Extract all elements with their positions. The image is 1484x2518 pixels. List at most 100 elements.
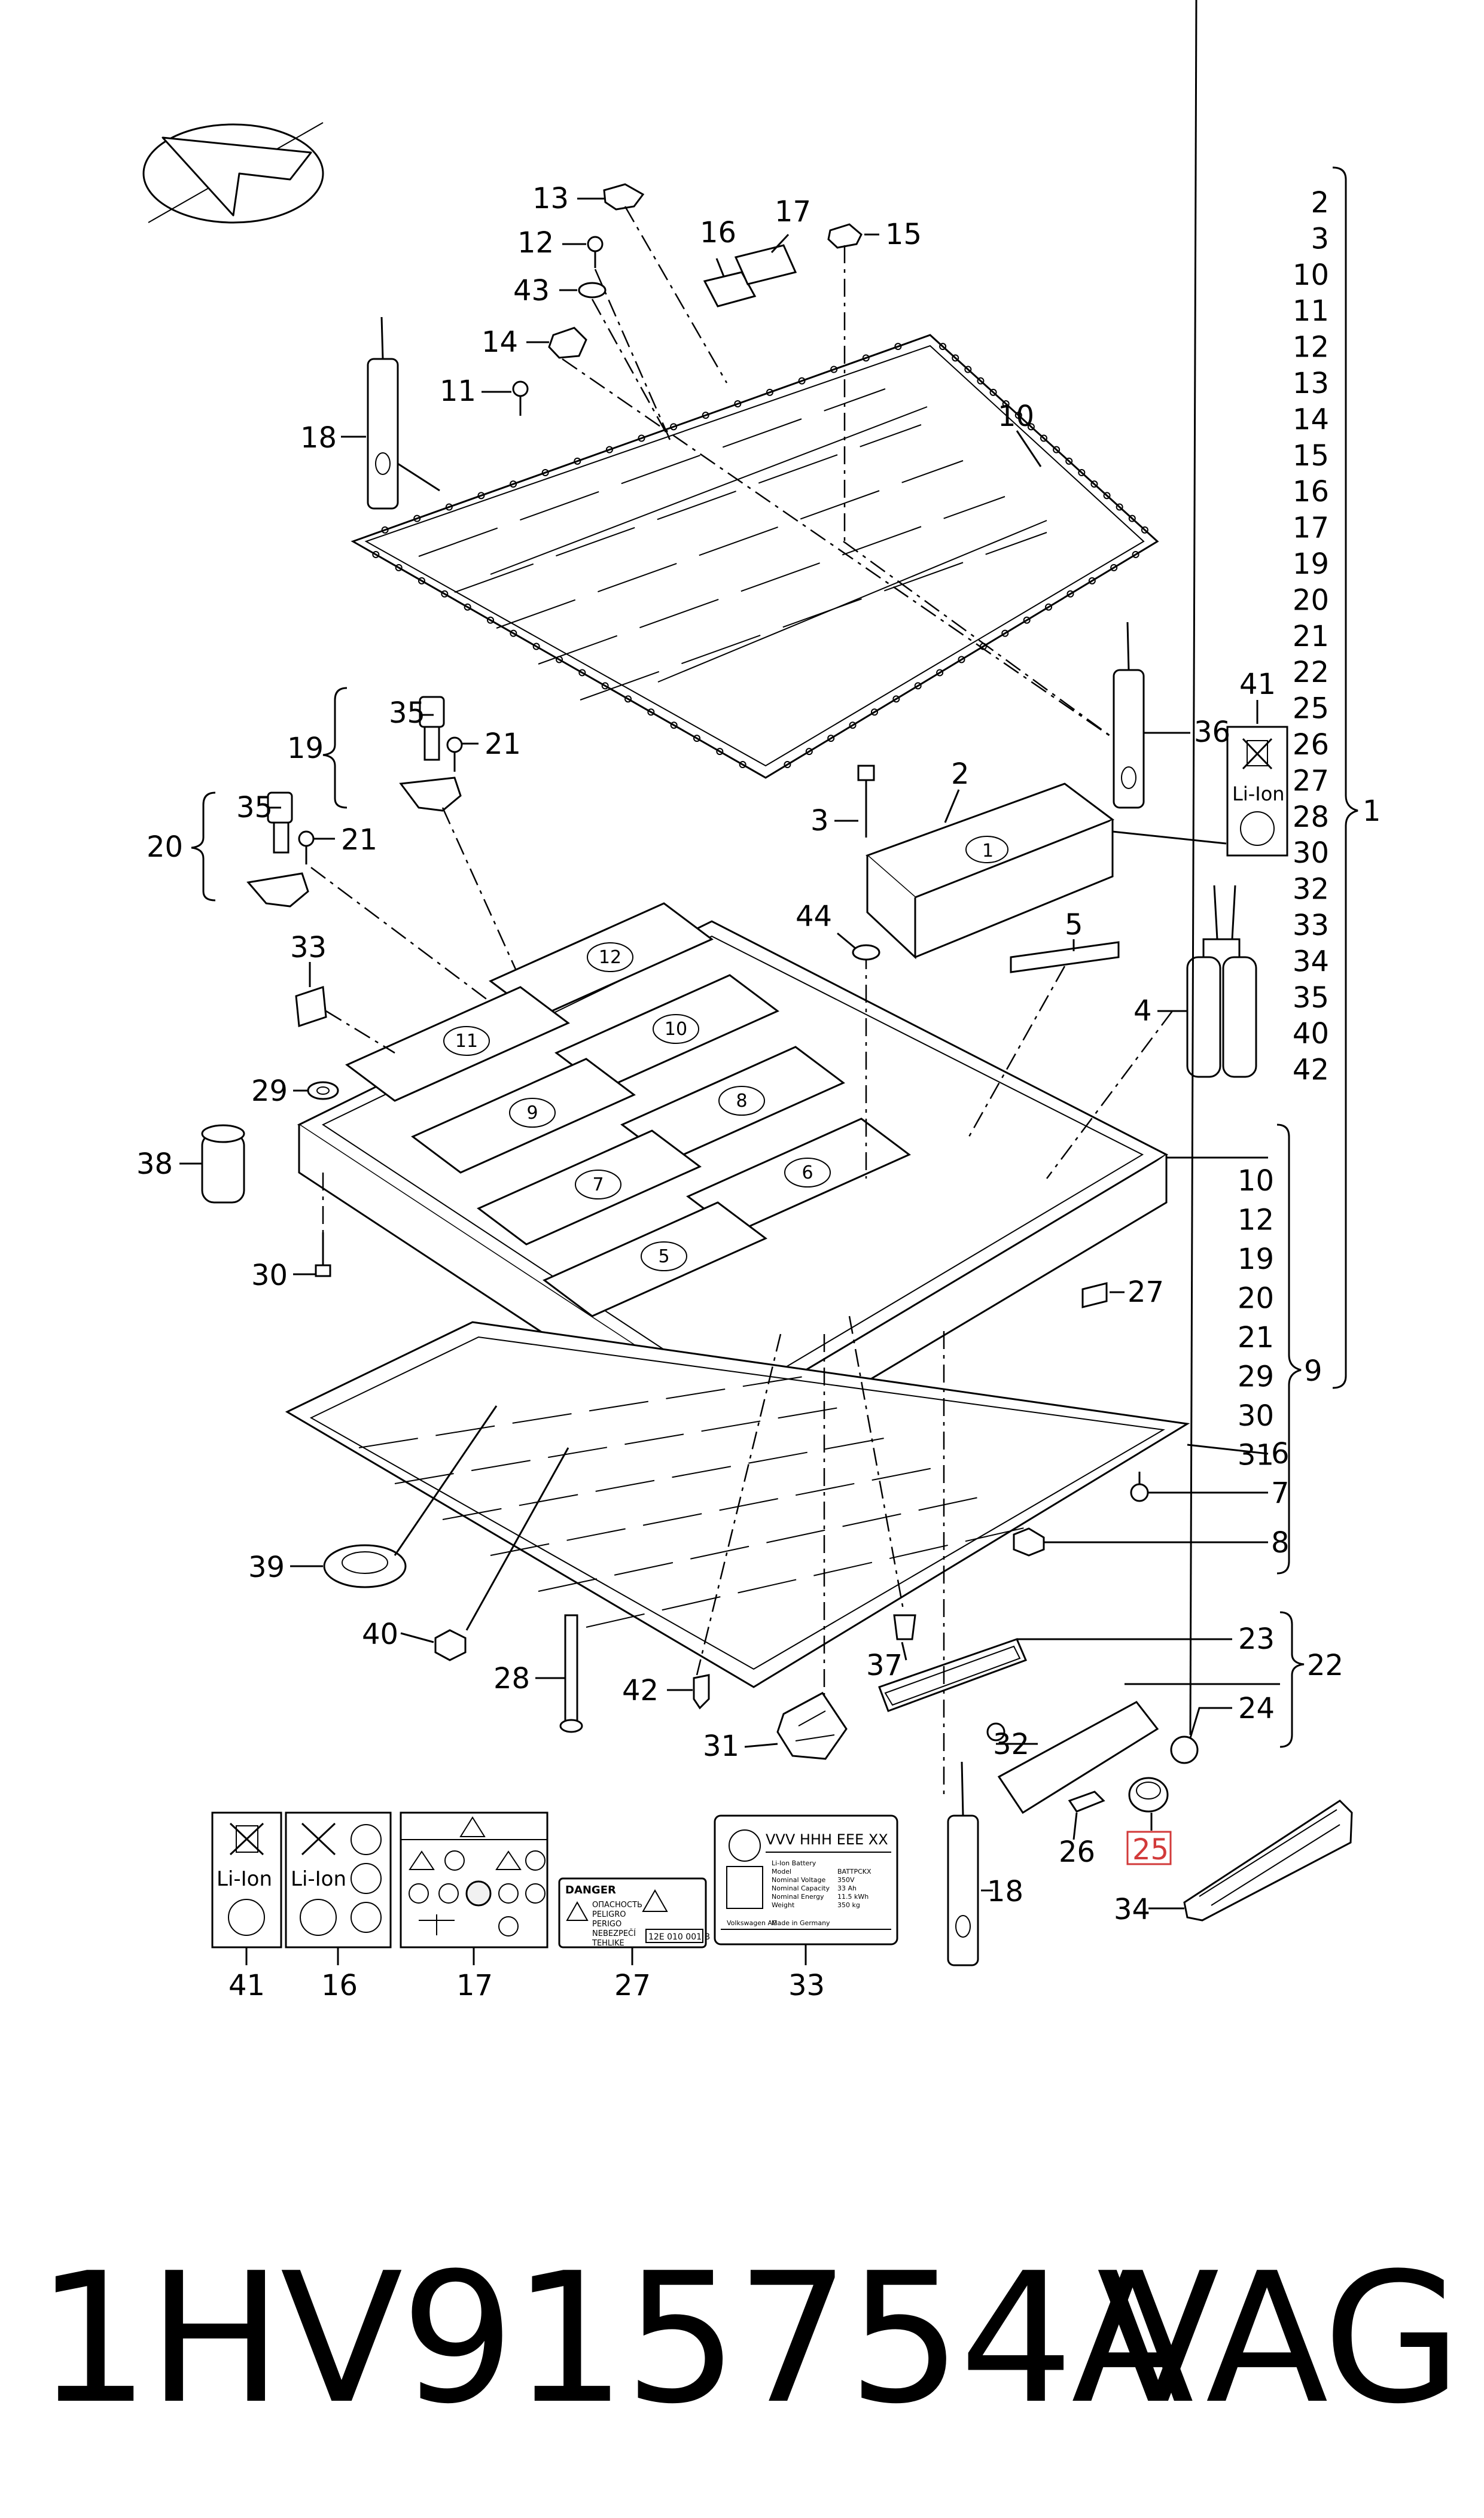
part-number: 1HV915754A	[36, 2234, 1194, 2443]
svg-text:PELIGRO: PELIGRO	[592, 1910, 626, 1919]
bolt-30	[315, 1173, 331, 1277]
bottom-tray-part-6	[285, 1321, 1190, 1688]
callout-41-bottom: 41	[228, 1969, 265, 2002]
vw-logo-icon	[729, 1829, 761, 1862]
label-41-bottom: Li-Ion	[211, 1811, 282, 1948]
valve-assembly-20	[191, 791, 527, 1030]
warning-triangle-icon	[566, 1901, 589, 1921]
sealant-tube-36	[1113, 622, 1145, 809]
group-1-member-42: 42	[1293, 1054, 1329, 1087]
svg-text:Model: Model	[772, 1868, 791, 1875]
valve-assembly-19	[322, 687, 528, 994]
battery-module-5	[543, 1201, 767, 1317]
module-number-8: 8	[736, 1091, 747, 1112]
callout-22: 22	[1307, 1649, 1343, 1682]
washer-44	[852, 944, 880, 961]
svg-text:ОПАСНОСТЬ: ОПАСНОСТЬ	[592, 1901, 642, 1910]
group-1-member-2: 2	[1311, 186, 1329, 220]
callout-34: 34	[1114, 1893, 1150, 1926]
svg-text:Nominal Voltage: Nominal Voltage	[772, 1876, 825, 1884]
sealant-tube-18-bottom	[947, 1761, 979, 1966]
tray-hardware	[323, 1282, 1149, 1733]
callout-33-top: 33	[290, 931, 327, 964]
callout-24: 24	[1238, 1692, 1275, 1725]
group-9-member-10: 10	[1238, 1164, 1274, 1198]
recycle-icon	[228, 1899, 265, 1936]
group-1-member-40: 40	[1293, 1017, 1329, 1051]
high-voltage-icon	[642, 1889, 668, 1912]
callout-27-bottom: 27	[614, 1969, 651, 2002]
group-1-member-28: 28	[1293, 800, 1329, 834]
svg-text:1: 1	[982, 841, 994, 861]
group-1-member-14: 14	[1293, 403, 1329, 436]
vehicle-direction-icon	[142, 122, 324, 224]
callout-5: 5	[1065, 908, 1083, 942]
top-cover-part-10	[351, 334, 1159, 779]
svg-text:PERIGO: PERIGO	[592, 1920, 621, 1929]
group-9-member-31: 31	[1238, 1439, 1274, 1472]
callout-38: 38	[136, 1147, 173, 1181]
callout-33-bottom: 33	[788, 1969, 825, 2002]
group-1-member-35: 35	[1293, 981, 1329, 1015]
svg-text:Nominal Capacity: Nominal Capacity	[772, 1884, 830, 1892]
connector-34	[1183, 1800, 1353, 1922]
brand-name: VAG	[1096, 2234, 1462, 2443]
callout-4: 4	[1133, 994, 1152, 1028]
label-17-bottom	[400, 1811, 548, 1948]
callout-27-top: 27	[1128, 1275, 1164, 1309]
leader-lines	[179, 0, 1305, 1965]
svg-text:DANGER: DANGER	[565, 1884, 616, 1896]
module-number-10: 10	[665, 1019, 687, 1040]
group-1-member-25: 25	[1293, 692, 1329, 726]
callout-15: 15	[885, 218, 922, 251]
callout-18-bottom: 18	[987, 1875, 1023, 1908]
callout-19: 19	[287, 732, 324, 765]
module-number-6: 6	[802, 1162, 813, 1183]
battery-module-11	[345, 986, 570, 1102]
group-1-member-22: 22	[1293, 656, 1329, 689]
callout-10: 10	[998, 400, 1034, 433]
callout-42: 42	[622, 1674, 659, 1707]
footer-title: 1HV915754A VAG	[36, 2234, 1462, 2443]
callout-26: 26	[1059, 1835, 1095, 1869]
group-1-member-3: 3	[1311, 222, 1329, 255]
svg-text:Made in Germany: Made in Germany	[772, 1919, 830, 1927]
group-9-member-21: 21	[1238, 1321, 1274, 1354]
svg-text:BATTPCKX: BATTPCKX	[837, 1868, 871, 1875]
sealant-cartridge-4	[1046, 885, 1257, 1179]
svg-text:Li-Ion: Li-Ion	[291, 1867, 346, 1891]
connector-assembly-22	[776, 1331, 1199, 1814]
label-16-bottom: Li-Ion	[285, 1811, 392, 1948]
label-sticker-16	[703, 271, 757, 307]
group-1-member-20: 20	[1293, 583, 1329, 617]
group-1-member-10: 10	[1293, 258, 1329, 292]
svg-text:Li-Ion Battery: Li-Ion Battery	[772, 1859, 816, 1867]
svg-text:Weight: Weight	[772, 1901, 795, 1909]
svg-text:350V: 350V	[837, 1876, 855, 1884]
group-1-member-12: 12	[1293, 331, 1329, 364]
svg-text:Li-Ion: Li-Ion	[217, 1867, 272, 1891]
group-1-member-15: 15	[1293, 439, 1329, 473]
callout-16-bottom: 16	[321, 1969, 358, 2002]
svg-text:Li-Ion: Li-Ion	[1232, 783, 1285, 805]
label-sticker-17	[734, 244, 797, 285]
module-number-12: 12	[599, 947, 621, 968]
callout-3: 3	[810, 804, 829, 838]
group-1-member-33: 33	[1293, 909, 1329, 942]
group-label-9: 9	[1304, 1354, 1323, 1388]
callout-25: 25	[1132, 1833, 1169, 1867]
label-33-type-plate: VVV HHH EEE XX Li-Ion Battery Model BATT…	[714, 1814, 898, 1945]
callout-30: 30	[251, 1259, 288, 1292]
svg-text:NEBEZPEČÍ: NEBEZPEČÍ	[592, 1929, 636, 1938]
svg-text:33 Ah: 33 Ah	[837, 1884, 857, 1892]
callout-21-a: 21	[484, 727, 521, 761]
li-ion-label-41-top: Li-Ion	[1226, 726, 1288, 857]
top-cover-hardware	[512, 183, 1119, 743]
callout-8: 8	[1271, 1526, 1290, 1560]
group-label-1: 1	[1363, 794, 1381, 828]
callout-36: 36	[1194, 715, 1230, 749]
bolt-3	[857, 765, 875, 1179]
battery-module-9	[411, 1058, 636, 1174]
svg-text:Nominal Energy: Nominal Energy	[772, 1893, 824, 1901]
